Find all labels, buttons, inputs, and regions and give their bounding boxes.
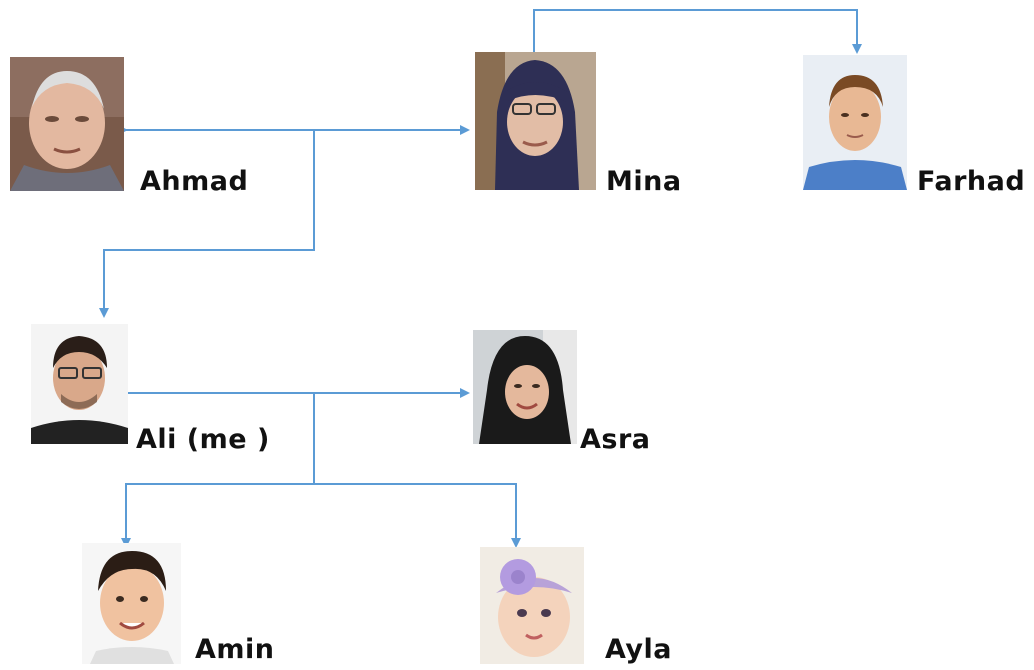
connector-mina-farhad	[529, 9, 862, 60]
person-name-asra: Asra	[580, 424, 651, 455]
woman-hijab-icon	[473, 330, 577, 444]
person-name-mina: Mina	[606, 166, 682, 197]
person-name-ayla: Ayla	[605, 634, 673, 665]
young-man-glasses-icon	[31, 324, 128, 444]
boy-icon	[82, 543, 181, 664]
ayla-photo	[480, 547, 584, 664]
person-name-amin: Amin	[195, 634, 275, 665]
asra-photo	[473, 330, 577, 444]
connector-parents-children	[125, 393, 516, 546]
farhad-photo	[803, 55, 907, 190]
connector-parents-ali	[99, 130, 315, 318]
person-name-ahmad: Ahmad	[140, 166, 249, 197]
ali-photo	[31, 324, 128, 444]
baby-girl-icon	[480, 547, 584, 664]
ahmad-photo	[10, 57, 124, 191]
elderly-woman-hijab-icon	[475, 52, 596, 190]
person-name-farhad: Farhad	[917, 166, 1026, 197]
mina-photo	[475, 52, 596, 190]
man-portrait-icon	[803, 55, 907, 190]
amin-photo	[82, 543, 181, 664]
person-name-ali: Ali (me )	[136, 424, 270, 455]
elderly-man-icon	[10, 57, 124, 191]
